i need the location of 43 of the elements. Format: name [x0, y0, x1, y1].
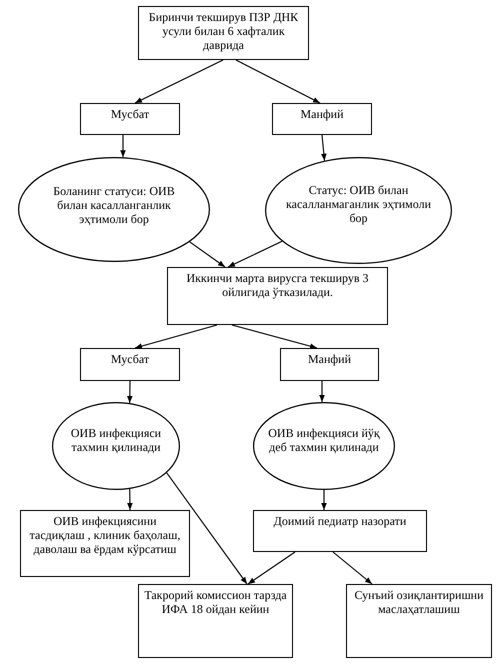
arrow: [120, 135, 126, 158]
node-text: Боланинг статуси: ОИВ билан касалланганлик эҳтимоли бор: [52, 184, 176, 226]
arrow: [236, 60, 320, 104]
status-ellipse: [18, 157, 210, 262]
node-text: Мусбат: [110, 352, 150, 366]
arrow: [321, 134, 327, 161]
status-ellipse: [52, 402, 180, 490]
arrow: [321, 490, 327, 510]
node-text: Сунъий озиқлантиришни маслаҳатлашиш: [353, 588, 485, 616]
arrow: [189, 241, 226, 268]
arrow: [134, 60, 224, 104]
arrow: [319, 381, 325, 402]
process-box: [20, 510, 190, 577]
process-box: [253, 510, 427, 552]
arrow: [134, 324, 218, 349]
node-text: Такрорий комиссион тарзда ИФА 18 ойдан кейин: [143, 588, 288, 616]
process-box: [138, 6, 309, 60]
node-text: Мусбат: [110, 107, 150, 121]
node-text: Статус: ОИВ билан касалланмаганлик эҳтимоли бор: [284, 182, 432, 224]
arrow: [166, 472, 248, 584]
arrow: [232, 324, 318, 349]
process-box: [80, 348, 180, 381]
node-text: Манфий: [306, 352, 352, 366]
process-box: [138, 584, 293, 658]
node-text: ОИВ инфекцияси тахмин қилинади: [70, 426, 162, 454]
node-text: Доимий педиатр назорати: [272, 514, 408, 528]
arrow: [332, 552, 372, 584]
process-box: [272, 103, 372, 135]
arrow: [228, 240, 282, 268]
node-text: ОИВ инфекциясини тасдиқлаш , клиник баҳолаш, даволаш ва ёрдам кўрсатиш: [28, 514, 182, 556]
process-box: [167, 267, 388, 325]
node-text: Биринчи текширув ПЗР ДНК усули билан 6 хафталик даврида: [148, 10, 300, 52]
node-text: Иккинчи марта вирусга текширув 3 ойлигида ўтказилади.: [185, 271, 370, 299]
node-text: ОИВ инфекцияси йўқ деб тахмин қилинади: [267, 426, 381, 454]
arrow: [248, 552, 296, 584]
process-box: [346, 584, 492, 658]
arrow: [127, 381, 133, 403]
status-ellipse: [253, 402, 395, 490]
status-ellipse: [265, 157, 452, 264]
arrow: [127, 489, 133, 510]
process-box: [80, 103, 180, 135]
process-box: [280, 348, 379, 381]
node-text: Манфий: [299, 107, 345, 121]
